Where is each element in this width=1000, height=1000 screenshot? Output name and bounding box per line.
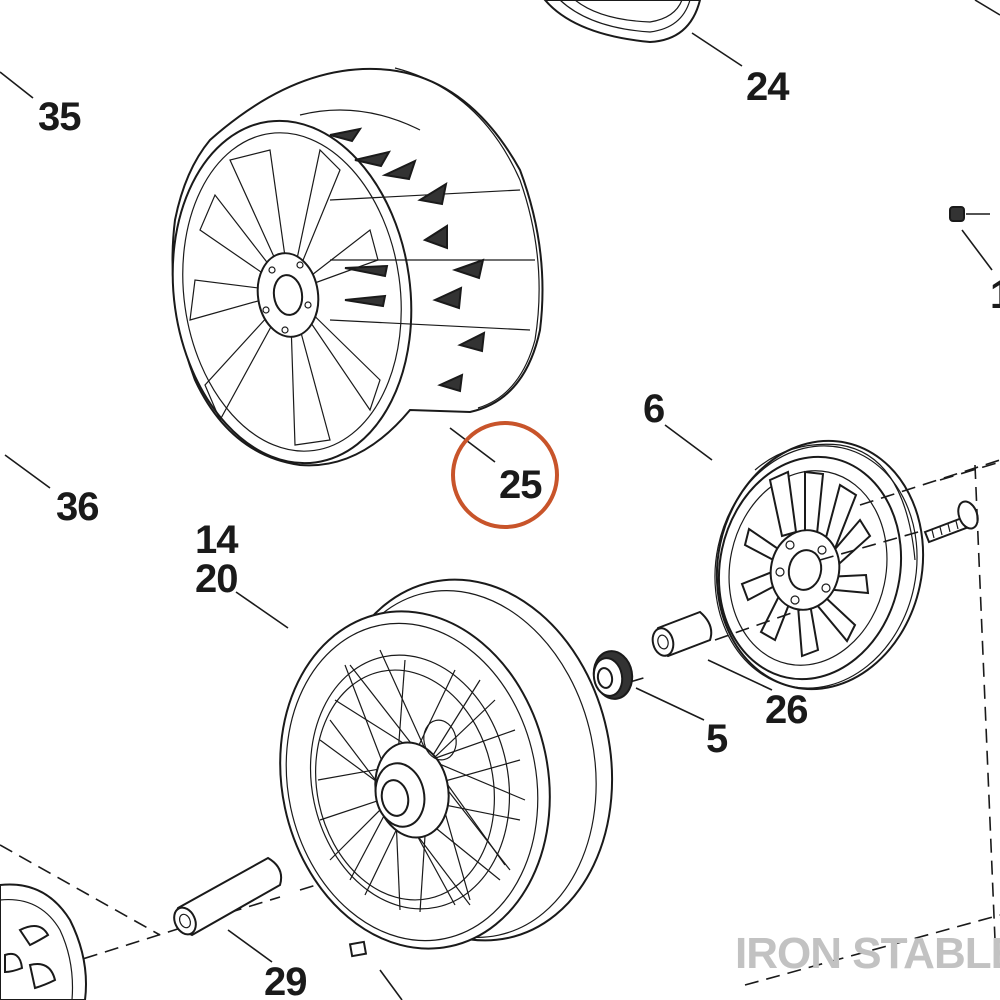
callout-25: 25	[499, 463, 542, 507]
watermark: IRON STABLE	[735, 929, 1000, 978]
leader-6	[664, 424, 713, 461]
tire-icon	[543, 0, 702, 44]
axle-axis-upper	[859, 459, 1000, 506]
callout-5: 5	[706, 717, 728, 761]
spacer-icon	[651, 610, 713, 658]
leader-25	[449, 427, 496, 463]
valve-stem-icon	[348, 940, 403, 1000]
cast-wheel-icon	[171, 67, 544, 467]
valve-cap-icon	[949, 206, 990, 222]
bearing-icon	[592, 650, 634, 700]
highlight-circle-25	[451, 421, 559, 529]
callout-26: 26	[765, 688, 808, 732]
callout-35: 35	[38, 95, 81, 139]
callout-24: 24	[746, 65, 790, 109]
leader-26	[707, 659, 773, 691]
leader-24	[691, 32, 743, 67]
guide-top-right	[939, 461, 1000, 481]
axle-axis-right	[744, 914, 1000, 986]
bolt-icon	[923, 500, 979, 544]
leader-36	[4, 454, 51, 489]
callout-36: 36	[56, 485, 99, 529]
leader-29	[227, 929, 273, 963]
pulley-sprocket-icon	[714, 439, 925, 691]
callout-1: 1	[990, 273, 1000, 317]
spoke-wheel-icon	[279, 578, 614, 950]
brake-rotor-icon	[0, 883, 87, 1000]
callout-14: 14	[195, 518, 239, 562]
callout-20: 20	[195, 557, 238, 601]
callout-29: 29	[264, 960, 307, 1000]
guide-right-vertical	[974, 464, 996, 941]
guide-left-diagonal	[0, 844, 161, 936]
callout-6: 6	[643, 387, 664, 431]
leader-5	[635, 687, 705, 721]
corner-guide-top-right	[974, 0, 1000, 16]
leader-1	[961, 229, 993, 271]
axle-spacer-icon	[173, 856, 283, 937]
leader-35	[0, 71, 34, 99]
leader-14-20	[235, 591, 289, 629]
